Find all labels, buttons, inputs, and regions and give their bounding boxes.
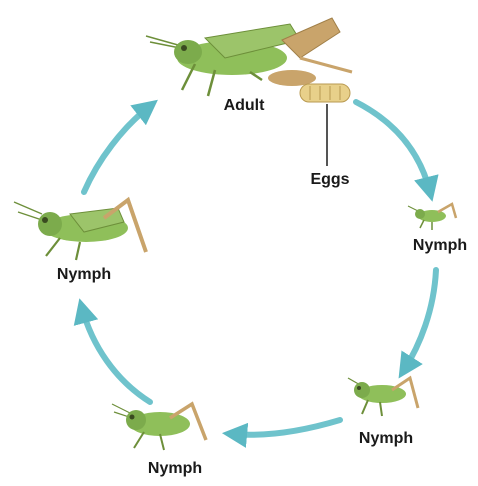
adult-label: Adult xyxy=(224,97,265,115)
nymph-right-label: Nymph xyxy=(413,237,467,255)
nymph-left-label: Nymph xyxy=(57,266,111,284)
nymph-lower-right-label: Nymph xyxy=(359,430,413,448)
arrow-lower-right-to-bottom xyxy=(232,420,340,435)
nymph-left-illustration xyxy=(14,200,146,260)
arrow-nymph-left-to-adult xyxy=(84,106,150,192)
arrow-bottom-to-nymph-left xyxy=(82,308,150,402)
eggs-label: Eggs xyxy=(310,171,349,189)
cycle-arrows xyxy=(82,102,436,435)
nymph-bottom-label: Nymph xyxy=(148,460,202,478)
arrow-nymph-right-to-lower-right xyxy=(404,270,436,370)
adult-grasshopper-illustration xyxy=(146,18,352,102)
nymph-bottom-illustration xyxy=(112,404,206,450)
nymph-lower-right-illustration xyxy=(348,378,418,416)
arrow-adult-to-nymph-right xyxy=(356,102,430,192)
nymph-right-illustration xyxy=(408,204,456,230)
